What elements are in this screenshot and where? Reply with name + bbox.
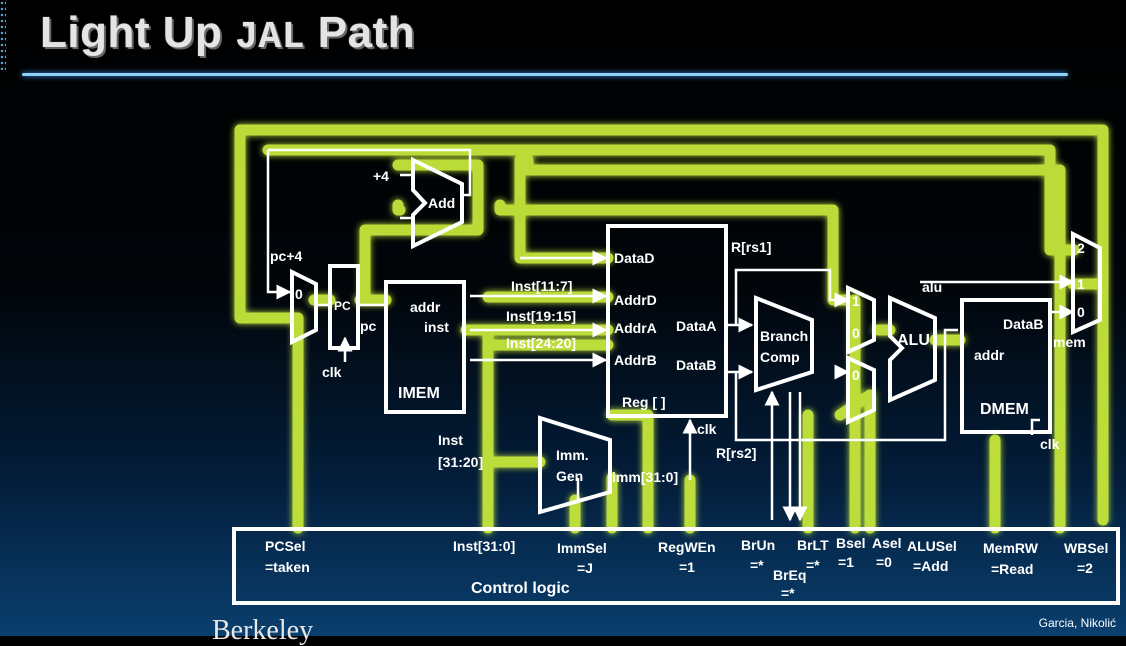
pc-mux — [290, 268, 318, 346]
pc-register-label: PC — [334, 299, 351, 313]
a-mux-zero-label: 0 — [852, 325, 860, 341]
pc-register — [328, 264, 360, 350]
datapath-labels: +4 Add pc+4 0 PC pc clk addr inst IMEM I… — [270, 168, 1086, 485]
inst-signal: Inst[31:0] — [453, 538, 515, 554]
alu — [888, 294, 937, 404]
branch-comp-label-top: Branch — [760, 328, 808, 344]
alu-output-label: alu — [922, 279, 942, 295]
dmem-block — [960, 298, 1052, 434]
addrd-label: AddrD — [614, 292, 657, 308]
regfile-clk-label: clk — [697, 421, 717, 437]
adder-label: Add — [428, 195, 455, 211]
pc-output-label: pc — [360, 318, 377, 334]
a-mux-one-label: 1 — [852, 293, 860, 309]
branch-comp — [754, 295, 814, 393]
pcsel-name: PCSel — [265, 538, 305, 554]
dmem-addr-label: addr — [974, 347, 1005, 363]
alu-label: ALU — [897, 332, 930, 349]
immgen-label-bottom: Gen — [556, 468, 583, 484]
imm-gen — [538, 415, 612, 515]
pc-adder — [411, 156, 464, 250]
title-rule — [22, 73, 1068, 76]
wb-mux-zero-label: 0 — [1077, 304, 1085, 320]
datab-label: DataB — [676, 357, 716, 373]
rrs1-label: R[rs1] — [731, 239, 771, 255]
breq-value: =* — [781, 585, 795, 601]
b-mux-zero-label: 0 — [852, 367, 860, 383]
brlt-value: =* — [806, 557, 820, 573]
datad-label: DataD — [614, 250, 654, 266]
pc-mux-zero-label: 0 — [295, 286, 303, 302]
immgen-label-top: Imm. — [556, 447, 589, 463]
imem-inst-label: inst — [424, 319, 449, 335]
datapath-wires — [266, 148, 1075, 522]
berkeley-logo: Berkeley — [212, 615, 314, 646]
memrw-name: MemRW — [983, 540, 1039, 556]
immsel-value: =J — [577, 560, 593, 576]
imm-output-label: imm[31:0] — [612, 469, 678, 485]
regfile-label: Reg [ ] — [622, 394, 666, 410]
bsel-value: =1 — [838, 554, 854, 570]
datapath-blocks — [232, 156, 1120, 605]
title-prefix: Light Up — [40, 8, 236, 57]
pc-clk-label: clk — [322, 364, 342, 380]
memrw-value: =Read — [991, 561, 1033, 577]
slide-credit: Garcia, Nikolić — [1038, 616, 1116, 630]
asel-value: =0 — [876, 554, 892, 570]
regwen-name: RegWEn — [658, 539, 716, 555]
register-file — [606, 224, 728, 418]
mem-label: mem — [1053, 334, 1086, 350]
regwen-value: =1 — [679, 559, 695, 575]
breq-name: BrEq — [773, 567, 806, 583]
asel-name: Asel — [872, 535, 902, 551]
imem-addr-label: addr — [410, 299, 441, 315]
control-signals: PCSel =taken Inst[31:0] ImmSel =J RegWEn… — [265, 535, 1108, 601]
pcsel-value: =taken — [265, 559, 310, 575]
control-logic-block — [232, 527, 1120, 605]
imem-block — [384, 280, 466, 414]
dataa-label: DataA — [676, 318, 716, 334]
pc-plus4-label: pc+4 — [270, 248, 303, 264]
imem-label: IMEM — [398, 385, 440, 402]
branch-comp-label-bottom: Comp — [760, 349, 800, 365]
b-mux — [846, 354, 876, 426]
bsel-name: Bsel — [836, 535, 866, 551]
dmem-label: DMEM — [980, 401, 1029, 418]
slide-title: Light Up JAL Path — [40, 8, 415, 59]
title-code: JAL — [235, 16, 306, 59]
control-logic-label: Control logic — [471, 580, 570, 597]
wbsel-name: WBSel — [1064, 540, 1108, 556]
wb-mux — [1071, 230, 1102, 336]
inst-19-15-label: Inst[19:15] — [506, 308, 576, 324]
brun-value: =* — [750, 557, 764, 573]
inst-24-20-label: Inst[24:20] — [506, 335, 576, 351]
addra-label: AddrA — [614, 320, 657, 336]
a-mux — [846, 284, 876, 356]
wb-mux-one-label: 1 — [1077, 276, 1085, 292]
wbsel-value: =2 — [1077, 560, 1093, 576]
rrs2-label: R[rs2] — [716, 445, 756, 461]
inst-11-7-label: Inst[11:7] — [511, 278, 572, 294]
alusel-value: =Add — [913, 558, 948, 574]
brun-name: BrUn — [741, 537, 775, 553]
title-suffix: Path — [305, 8, 416, 57]
inst-31-20-label-top: Inst — [438, 432, 463, 448]
brlt-name: BrLT — [797, 537, 829, 553]
immsel-name: ImmSel — [557, 540, 607, 556]
inst-31-20-label-bottom: [31:20] — [438, 454, 483, 470]
dmem-clk-label: clk — [1040, 436, 1060, 452]
edge-dots — [0, 0, 6, 70]
addrb-label: AddrB — [614, 352, 657, 368]
plus4-label: +4 — [373, 168, 389, 184]
wb-mux-two-label: 2 — [1077, 240, 1085, 256]
alusel-name: ALUSel — [907, 538, 957, 554]
dmem-datab-label: DataB — [1003, 316, 1043, 332]
